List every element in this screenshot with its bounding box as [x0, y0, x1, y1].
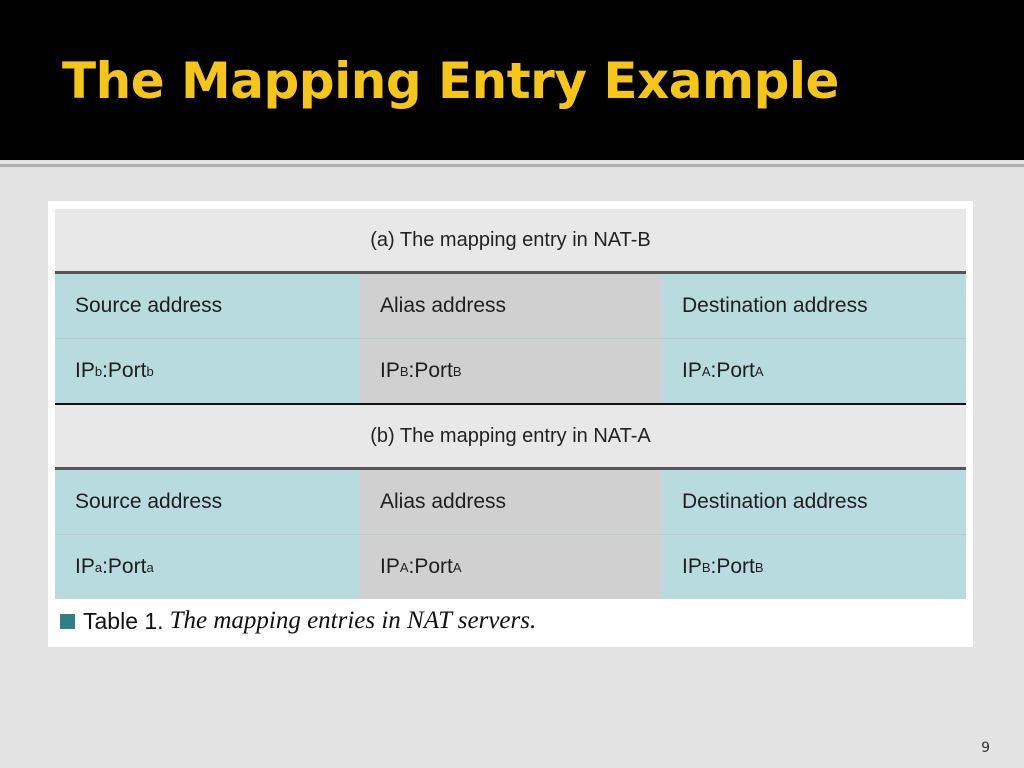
header-divider: [0, 164, 1024, 167]
section-b-header-row: Source address Alias address Destination…: [55, 470, 966, 534]
page-number: 9: [981, 740, 990, 756]
section-a-header-alias: Alias address: [360, 274, 662, 338]
section-a-title: (a) The mapping entry in NAT-B: [55, 209, 966, 271]
slide-header: The Mapping Entry Example: [0, 0, 1024, 160]
caption-text: The mapping entries in NAT servers.: [169, 607, 537, 634]
section-b-rule: [55, 467, 966, 470]
section-b-title: (b) The mapping entry in NAT-A: [55, 405, 966, 467]
slide-title: The Mapping Entry Example: [62, 52, 839, 110]
section-a-rule: [55, 271, 966, 274]
mapping-table: (a) The mapping entry in NAT-B Source ad…: [55, 209, 966, 599]
mapping-table-figure: (a) The mapping entry in NAT-B Source ad…: [48, 201, 973, 647]
section-a-header-row: Source address Alias address Destination…: [55, 274, 966, 338]
section-b-header-source: Source address: [55, 470, 360, 534]
section-a-header-destination: Destination address: [662, 274, 966, 338]
section-b-header-destination: Destination address: [662, 470, 966, 534]
caption-label: Table 1.: [83, 607, 164, 634]
section-divider: [55, 403, 966, 405]
table-caption: Table 1. The mapping entries in NAT serv…: [60, 607, 536, 635]
section-a-header-source: Source address: [55, 274, 360, 338]
caption-square-icon: [60, 613, 75, 629]
section-b-header-alias: Alias address: [360, 470, 662, 534]
